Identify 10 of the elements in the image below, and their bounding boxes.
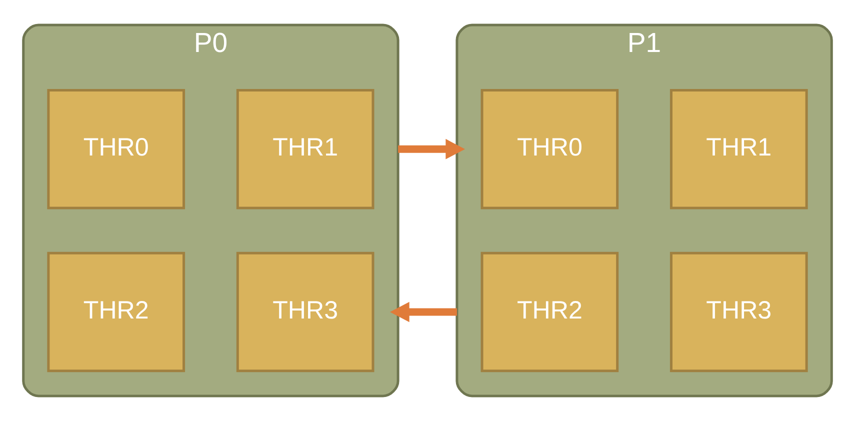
arrow bbox=[390, 302, 457, 322]
node-box: THR1 bbox=[670, 88, 808, 210]
node-box: THR2 bbox=[47, 252, 186, 372]
node-box: THR3 bbox=[236, 252, 374, 372]
arrow bbox=[398, 138, 466, 160]
node-box: THR0 bbox=[47, 88, 186, 210]
node-box: THR3 bbox=[670, 252, 808, 372]
node-box: THR2 bbox=[480, 252, 619, 372]
node-box: THR1 bbox=[236, 88, 374, 210]
node-box: THR0 bbox=[480, 88, 619, 210]
